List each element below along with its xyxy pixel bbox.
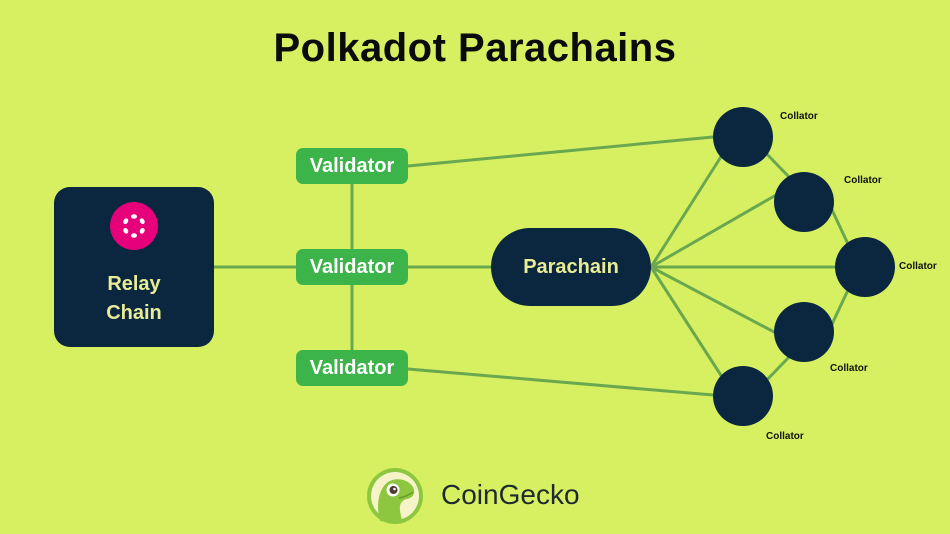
polkadot-logo-icon xyxy=(110,202,158,250)
edge-parachain-collator-2 xyxy=(649,193,778,269)
parachain-node: Parachain xyxy=(491,228,651,306)
collator-node-2 xyxy=(774,172,834,232)
validator-node-bottom: Validator xyxy=(296,350,408,386)
collator-label-3: Collator xyxy=(899,261,937,272)
collator-node-1 xyxy=(713,107,773,167)
collator-label-5: Collator xyxy=(766,431,804,442)
validator-node-middle: Validator xyxy=(296,249,408,285)
relay-chain-label-line1: Relay xyxy=(107,273,161,295)
edge-parachain-collator-1 xyxy=(649,150,726,269)
edge-parachain-collator-4 xyxy=(649,265,778,335)
collator-node-4 xyxy=(774,302,834,362)
edge-parachain-collator-5 xyxy=(649,265,726,382)
diagram-title: Polkadot Parachains xyxy=(273,26,677,70)
edge-validator-collator-bottom xyxy=(406,367,715,397)
edge-collator-1-2 xyxy=(761,148,792,180)
relay-chain-label: Relay Chain xyxy=(54,270,214,328)
relay-chain-node: Relay Chain xyxy=(54,187,214,347)
collator-label-1: Collator xyxy=(780,111,818,122)
relay-chain-label-line2: Chain xyxy=(106,302,162,324)
collator-label-2: Collator xyxy=(844,175,882,186)
collator-node-5 xyxy=(713,366,773,426)
collator-node-3 xyxy=(835,237,895,297)
coingecko-wordmark: CoinGecko xyxy=(441,479,580,510)
validator-node-top: Validator xyxy=(296,148,408,184)
edge-validator-collator-top xyxy=(406,135,715,168)
collator-label-4: Collator xyxy=(830,363,868,374)
coingecko-gecko-icon xyxy=(367,468,423,524)
coingecko-brand: CoinGecko xyxy=(366,467,606,527)
